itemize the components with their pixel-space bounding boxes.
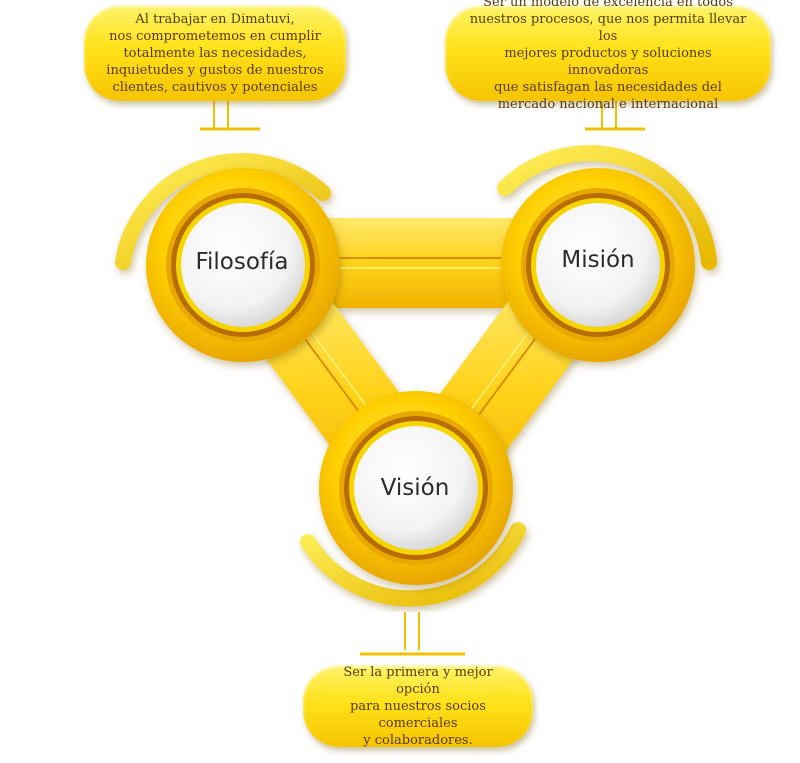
bar-top [300,218,540,308]
node-label-vision: Visión [380,475,450,501]
node-label-mision: Misión [561,247,635,273]
node-mision [501,168,695,362]
connector-vision [360,612,465,656]
description-text-vision: Ser la primera y mejor opción para nuest… [343,664,493,748]
arc-filosofia [115,153,331,270]
description-text-mision: Ser un modelo de excelencia en todos nue… [469,0,747,112]
description-bubble-mision: Ser un modelo de excelencia en todos nue… [445,0,771,112]
node-label-filosofia: Filosofía [195,249,289,275]
connector-filosofia [200,100,260,131]
connector-mision [585,100,645,131]
description-text-filosofia: Al trabajar en Dimatuvi, nos comprometem… [106,11,324,95]
node-vision [319,391,513,585]
description-bubble-vision: Ser la primera y mejor opción para nuest… [303,664,533,748]
node-filosofia [146,168,340,362]
description-bubble-filosofia: Al trabajar en Dimatuvi, nos comprometem… [84,5,346,101]
arc-vision [300,522,526,607]
arc-mision [497,145,717,270]
